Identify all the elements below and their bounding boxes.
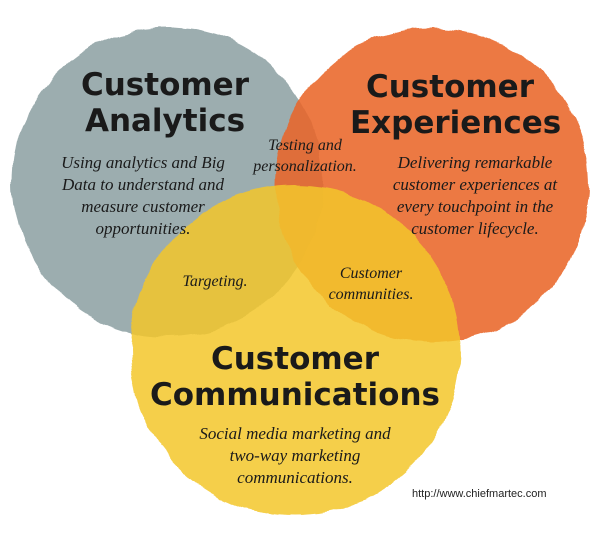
overlap-analytics-experiences: Testing and personalization. <box>230 135 380 177</box>
communications-description: Social media marketing and two-way marke… <box>168 423 422 489</box>
experiences-desc-line-2: customer experiences at <box>392 175 558 194</box>
analytics-title: Customer Analytics <box>70 67 260 139</box>
communications-title: Customer Communications <box>140 341 450 413</box>
experiences-desc-line-1: Delivering remarkable <box>397 153 553 172</box>
overlap-ae-line-2: personalization. <box>253 158 357 175</box>
overlap-experiences-communications: Customer communities. <box>306 263 436 305</box>
overlap-ae-line-1: Testing and <box>268 137 342 154</box>
experiences-title-line-2: Experiences <box>350 105 562 141</box>
experiences-title: Customer Experiences <box>350 69 562 141</box>
experiences-description: Delivering remarkable customer experienc… <box>360 152 590 240</box>
experiences-desc-line-3: every touchpoint in the <box>396 197 554 216</box>
overlap-ec-line-2: communities. <box>328 286 414 303</box>
analytics-desc-line-3: measure customer <box>81 197 205 216</box>
experiences-title-line-1: Customer <box>365 69 534 105</box>
communications-desc-line-3: communications. <box>237 468 353 487</box>
communications-circle <box>130 185 460 515</box>
communications-desc-line-1: Social media marketing and <box>199 424 391 443</box>
overlap-ec-line-1: Customer <box>339 265 403 282</box>
analytics-desc-line-4: opportunities. <box>95 219 191 238</box>
experiences-desc-line-4: customer lifecycle. <box>411 219 539 238</box>
communications-desc-line-2: two-way marketing <box>229 446 361 465</box>
analytics-description: Using analytics and Big Data to understa… <box>28 152 258 240</box>
analytics-title-line-2: Analytics <box>84 103 246 139</box>
analytics-title-line-1: Customer <box>80 67 249 103</box>
analytics-desc-line-2: Data to understand and <box>62 175 224 194</box>
analytics-desc-line-1: Using analytics and Big <box>61 153 225 172</box>
communications-title-line-2: Communications <box>150 377 440 413</box>
communications-title-line-1: Customer <box>210 341 379 377</box>
overlap-ac-line-1: Targeting. <box>182 273 248 290</box>
source-credit: http://www.chiefmartec.com <box>412 488 547 500</box>
overlap-analytics-communications: Targeting. <box>160 271 270 292</box>
